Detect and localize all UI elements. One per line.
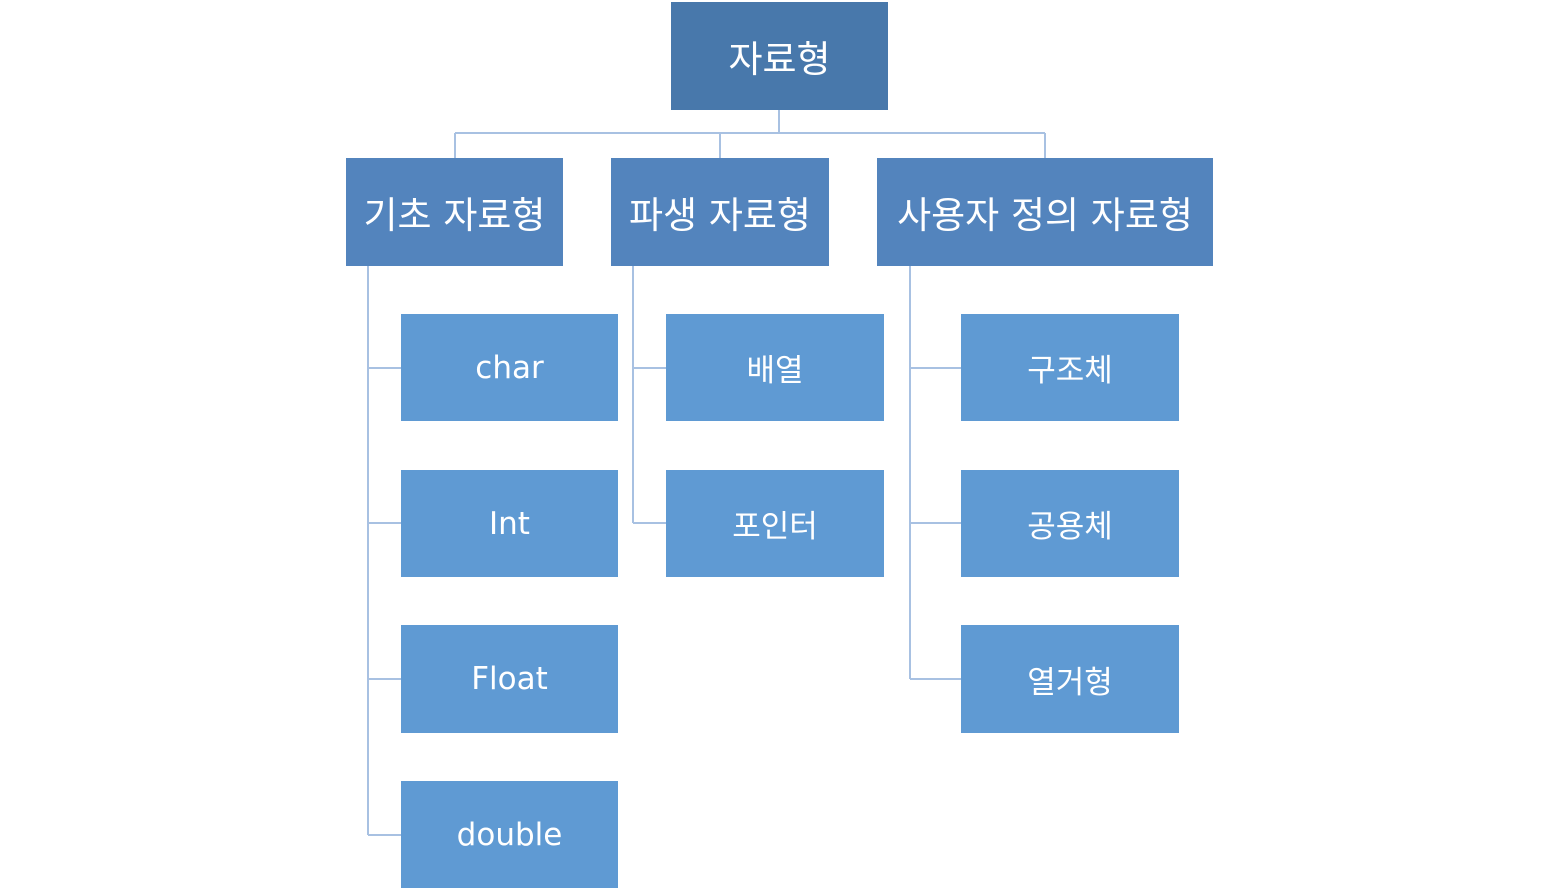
leaf-node-struct: 구조체 bbox=[961, 314, 1179, 421]
leaf-node-double: double bbox=[401, 781, 618, 888]
category-node-derived: 파생 자료형 bbox=[611, 158, 829, 266]
leaf-node-char: char bbox=[401, 314, 618, 421]
leaf-node-int: Int bbox=[401, 470, 618, 577]
leaf-node-array: 배열 bbox=[666, 314, 884, 421]
leaf-node-float: Float bbox=[401, 625, 618, 733]
leaf-node-pointer: 포인터 bbox=[666, 470, 884, 577]
category-node-basic: 기초 자료형 bbox=[346, 158, 563, 266]
root-node: 자료형 bbox=[671, 2, 888, 110]
leaf-node-union: 공용체 bbox=[961, 470, 1179, 577]
leaf-node-enum: 열거형 bbox=[961, 625, 1179, 733]
category-node-user-defined: 사용자 정의 자료형 bbox=[877, 158, 1213, 266]
